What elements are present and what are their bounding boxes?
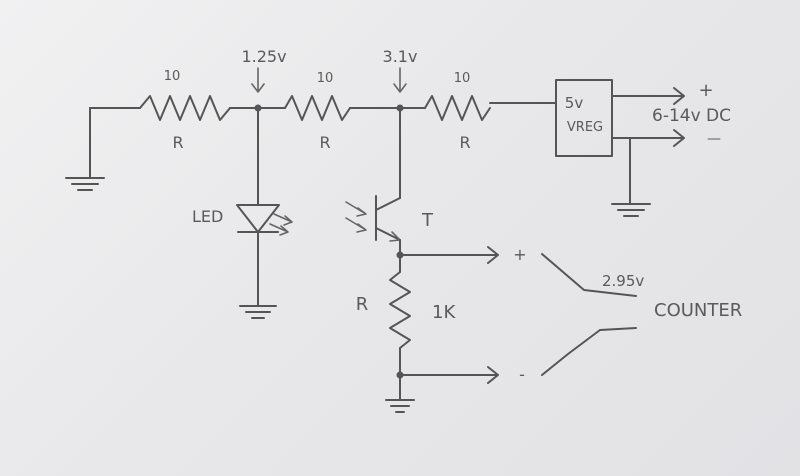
ground-regulator (611, 137, 651, 217)
node-2-voltage: 3.1v (383, 47, 418, 66)
resistor-3 (424, 95, 491, 121)
ground-led (239, 305, 277, 319)
output-minus-label: - (519, 365, 525, 384)
resistor-4 (389, 271, 411, 349)
ground-counter (385, 374, 415, 413)
voltage-regulator: 5v VREG (555, 79, 613, 157)
led-label: LED (192, 207, 223, 226)
regulator-line1: 5v (565, 94, 584, 112)
regulator-line2: VREG (567, 120, 603, 135)
supply-minus-label: — (707, 131, 721, 147)
transistor-label: T (421, 210, 434, 231)
resistor-1-label: R (172, 133, 183, 152)
counter-minus-lead (541, 327, 637, 376)
resistor-1 (139, 95, 231, 121)
ground-left (65, 107, 105, 191)
resistor-3-label: R (459, 133, 470, 152)
phototransistor (345, 195, 401, 242)
supply-plus-wire (611, 87, 685, 105)
supply-plus-label: + (698, 80, 713, 101)
node-1-voltage: 1.25v (241, 47, 286, 66)
supply-label: 6-14v DC (652, 106, 731, 126)
resistor-2-label: R (319, 133, 330, 152)
resistor-3-value: 10 (454, 71, 471, 86)
resistor-4-value: 1K (432, 302, 456, 323)
led (236, 204, 293, 236)
node-1-arrow (251, 67, 265, 93)
led-light-rays (269, 213, 293, 236)
counter-label: COUNTER (654, 300, 742, 321)
output-plus-label: + (513, 245, 526, 264)
phototransistor-light-rays (345, 201, 367, 233)
output-voltage: 2.95v (602, 272, 644, 290)
resistor-2 (284, 95, 351, 121)
resistor-1-value: 10 (164, 69, 181, 84)
node-2-arrow (393, 67, 407, 93)
output-plus-wire (399, 246, 499, 264)
counter-plus-lead (541, 253, 637, 297)
supply-minus-wire (611, 129, 685, 147)
output-minus-wire (399, 366, 499, 384)
resistor-4-label: R (356, 294, 369, 315)
resistor-2-value: 10 (317, 71, 334, 86)
